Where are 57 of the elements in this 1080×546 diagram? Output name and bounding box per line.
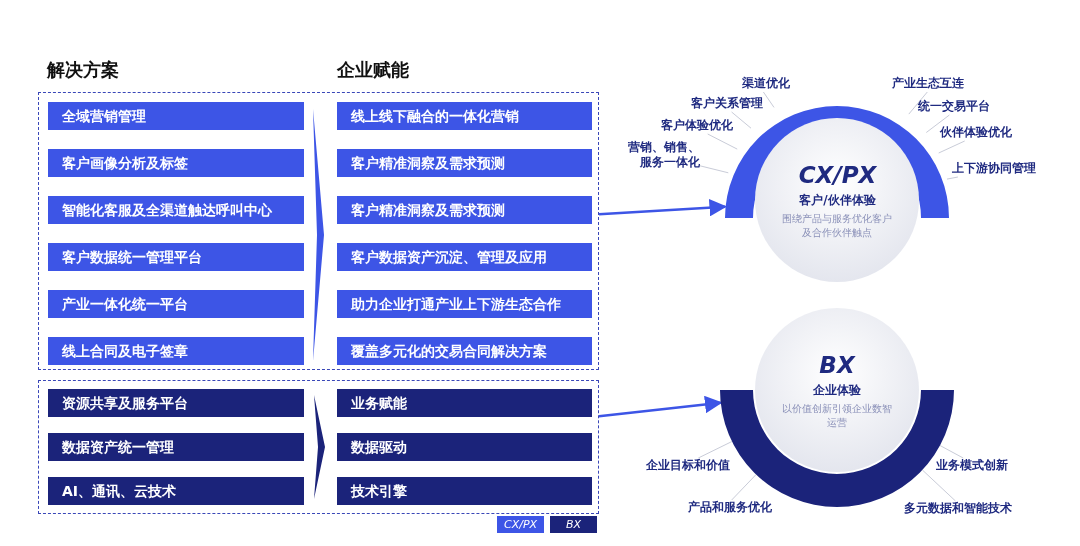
dashed-frame xyxy=(38,92,599,370)
ring-subtitle: 客户/伙伴体验 xyxy=(798,192,877,209)
feature-bar: 数据资产统一管理 xyxy=(48,433,304,461)
leader-line xyxy=(731,111,752,129)
feature-bar: 数据驱动 xyxy=(337,433,592,461)
chevron-divider xyxy=(314,395,326,499)
arrow xyxy=(598,198,727,217)
leader-line xyxy=(762,91,775,108)
leader-line xyxy=(946,176,959,180)
feature-label: 客户关系管理 xyxy=(681,96,763,112)
feature-bar: 线上线下融合的一体化营销 xyxy=(337,102,592,130)
leader-line xyxy=(921,469,956,502)
feature-bar: 全域营销管理 xyxy=(48,102,304,130)
leader-line xyxy=(731,474,757,501)
ring-description: 围绕产品与服务优化客户及合作伙伴触点 xyxy=(781,212,893,240)
feature-bar: 技术引擎 xyxy=(337,477,592,505)
column-heading: 解决方案 xyxy=(47,58,119,82)
leader-line xyxy=(925,114,950,133)
legend-swatch: CX/PX xyxy=(497,516,544,533)
feature-label: 统一交易平台 xyxy=(918,99,1002,115)
ring-title: BX xyxy=(818,352,857,378)
legend-swatch: BX xyxy=(550,516,597,533)
feature-label: 渠道优化 xyxy=(726,76,790,92)
leader-line xyxy=(939,445,964,459)
feature-label: 多元数据和智能技术 xyxy=(904,501,1024,517)
dashed-frame xyxy=(38,380,599,514)
feature-label: 营销、销售、服务一体化 xyxy=(622,140,700,172)
feature-bar: 助力企业打通产业上下游生态合作 xyxy=(337,290,592,318)
feature-bar: 客户画像分析及标签 xyxy=(48,149,304,177)
feature-label: 业务模式创新 xyxy=(936,458,1020,474)
ring-title: CX/PX xyxy=(797,162,878,188)
feature-bar: 客户精准洞察及需求预测 xyxy=(337,149,592,177)
feature-bar: 智能化客服及全渠道触达呼叫中心 xyxy=(48,196,304,224)
feature-label: 客户体验优化 xyxy=(651,118,733,134)
feature-bar: 资源共享及服务平台 xyxy=(48,389,304,417)
feature-bar: 客户数据统一管理平台 xyxy=(48,243,304,271)
leader-line xyxy=(697,441,733,459)
feature-bar: 客户数据资产沉淀、管理及应用 xyxy=(337,243,592,271)
leader-line xyxy=(938,140,966,154)
leader-line xyxy=(908,91,928,115)
feature-label: 产业生态互连 xyxy=(892,76,976,92)
leader-line xyxy=(699,165,729,174)
arrow xyxy=(598,395,723,418)
ring-subtitle: 企业体验 xyxy=(812,382,862,399)
feature-bar: 线上合同及电子签章 xyxy=(48,337,304,365)
feature-label: 企业目标和价值 xyxy=(634,458,730,474)
leader-line xyxy=(707,133,738,150)
feature-label: 上下游协同管理 xyxy=(952,161,1048,177)
column-heading: 企业赋能 xyxy=(337,58,409,82)
feature-bar: 业务赋能 xyxy=(337,389,592,417)
feature-label: 伙伴体验优化 xyxy=(940,125,1024,141)
feature-label: 产品和服务优化 xyxy=(676,500,772,516)
feature-bar: 覆盖多元化的交易合同解决方案 xyxy=(337,337,592,365)
feature-bar: 客户精准洞察及需求预测 xyxy=(337,196,592,224)
ring-description: 以价值创新引领企业数智运营 xyxy=(781,402,893,430)
feature-bar: AI、通讯、云技术 xyxy=(48,477,304,505)
feature-bar: 产业一体化统一平台 xyxy=(48,290,304,318)
